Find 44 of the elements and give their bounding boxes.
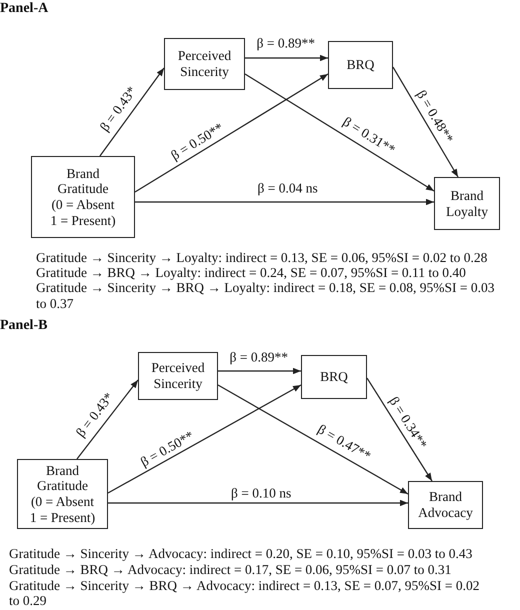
path-arrow [99,68,164,156]
variable-box [31,156,135,238]
variable-box [434,177,500,230]
coefficient-label: β = 0.47** [315,421,374,464]
path-arrow [392,66,459,178]
variable-box [408,481,483,529]
panel-heading: Panel-A [0,1,48,16]
variable-box [17,459,108,529]
path-arrow [218,384,408,495]
variable-label: (0 = Absent 1 = Present) [28,494,96,526]
variable-box [164,38,245,90]
path-arrow [76,380,138,460]
panel-heading: Panel-B [0,318,48,334]
path-arrow [108,500,408,506]
variable-box [138,352,218,400]
indirect-effect-note: Gratitude → BRQ → Loyalty: indirect = 0.24, SE = 0.07, 95%SI = 0.11 to 0.40 [36,264,467,280]
path-arrow [134,73,328,193]
variable-label: Brand Gratitude [56,166,110,197]
variable-label: Perceived Sincerity [176,48,232,80]
indirect-effect-note: Gratitude → Sincerity → BRQ → Loyalty: indirect = 0.18, SE = 0.08, 95%SI = 0.03 to 0.37 [36,280,496,311]
indirect-effect-note: Gratitude → BRQ → Advocacy: indirect = 0.17, SE = 0.06, 95%SI = 0.07 to 0.31 [9,562,452,577]
path-arrow [135,198,434,206]
coefficient-label: β = 0.89** [230,350,288,364]
path-arrow [244,73,434,192]
indirect-effect-note: Gratitude → Sincerity → Loyalty: indirect = 0.13, SE = 0.06, 95%SI = 0.02 to 0.28 [36,250,488,265]
variable-label: Brand Loyalty [445,188,489,220]
variable-label: BRQ [320,369,348,385]
coefficient-label: β = 0.89** [256,36,316,50]
variable-box [328,41,393,89]
path-arrow [218,368,301,374]
variable-label: Perceived Sincerity [150,360,206,392]
variable-label: (0 = Absent 1 = Present) [49,197,117,228]
variable-label: Brand Advocacy [417,489,474,521]
variable-label: BRQ [346,57,374,73]
variable-label: Brand Gratitude [36,462,89,494]
coefficient-label: β = 0.04 ns [258,180,318,196]
coefficient-label: β = 0.31** [340,114,398,158]
indirect-effect-note: Gratitude → Sincerity → Advocacy: indirect = 0.20, SE = 0.10, 95%SI = 0.03 to 0.43 [9,546,474,561]
path-arrow [366,378,432,482]
variable-box [301,355,367,399]
path-arrow [108,384,302,494]
coefficient-label: β = 0.10 ns [231,486,292,500]
path-arrow [245,54,328,62]
indirect-effect-note: Gratitude → Sincerity → BRQ → Advocacy: indirect = 0.13, SE = 0.07, 95%SI = 0.02 to 0.29 [9,578,481,608]
